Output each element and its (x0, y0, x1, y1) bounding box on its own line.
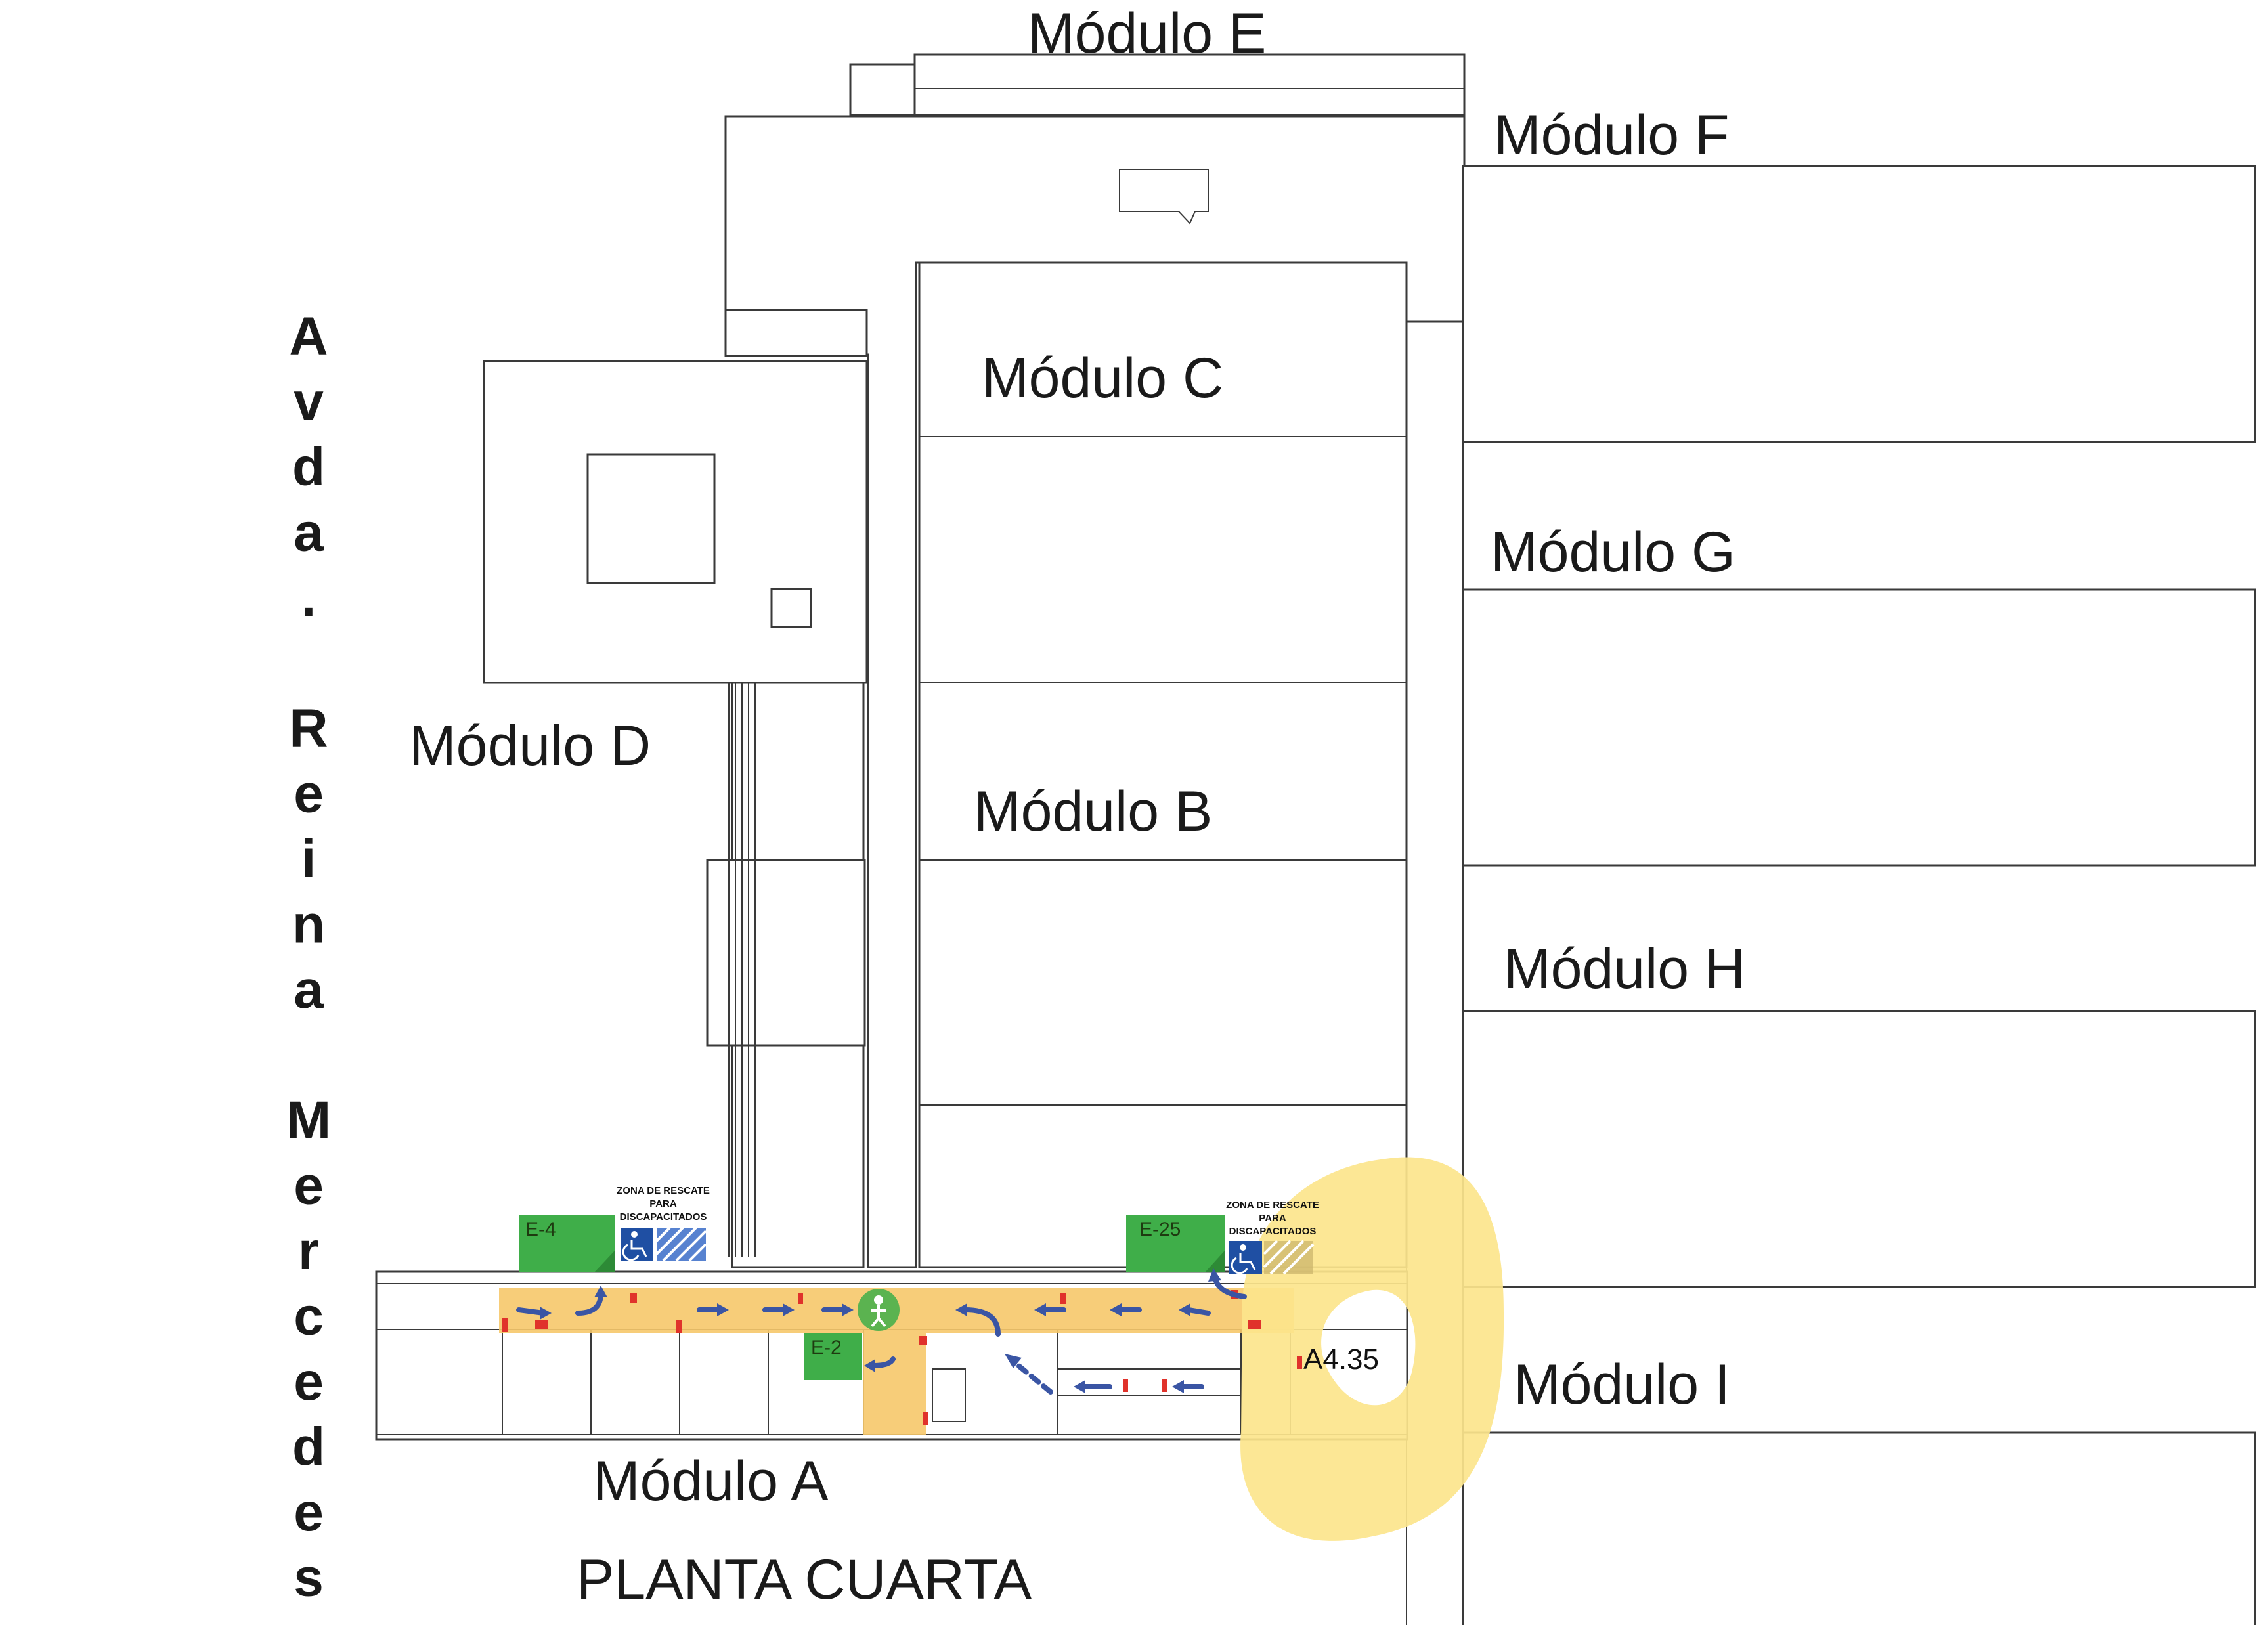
module-h-label: Módulo H (1504, 938, 1745, 1001)
street-name-letter: . (301, 568, 316, 628)
street-name-letter: n (292, 895, 325, 955)
upper-wing-building (724, 115, 1466, 1268)
east-modules (1462, 165, 2256, 1625)
street-name-letter: r (298, 1221, 319, 1281)
street-name-letter: e (294, 1483, 324, 1542)
module-d-building (483, 360, 868, 1268)
stair-label-center: E-2 (811, 1337, 842, 1358)
street-name-letter: a (294, 960, 324, 1020)
stair-label-west: E-4 (525, 1219, 556, 1240)
module-i-label: Módulo I (1514, 1353, 1730, 1416)
room-label: A4.35 (1303, 1343, 1379, 1376)
rescue-zone-title: ZONA DE RESCATE (617, 1185, 710, 1196)
street-name-letter: R (289, 699, 328, 758)
street-name-letter: d (292, 437, 325, 497)
street-name-letter: a (294, 503, 324, 563)
rescue-zone-para: PARA (649, 1198, 677, 1209)
street-name-letter: d (292, 1418, 325, 1477)
walkway-lines (728, 683, 756, 1257)
module-g-label: Módulo G (1491, 521, 1735, 584)
evacuation-arrows (516, 1268, 1247, 1395)
you-are-here-icon (858, 1289, 900, 1331)
rescue-zone-title: ZONA DE RESCATE (1226, 1200, 1319, 1211)
street-name-letter: s (294, 1548, 324, 1608)
module-e-building (849, 53, 1466, 116)
module-f-label: Módulo F (1494, 104, 1730, 167)
rescue-zone-subject: DISCAPACITADOS (620, 1211, 707, 1223)
rescue-zone-west: ZONA DE RESCATE PARA DISCAPACITADOS (617, 1185, 710, 1262)
staircase-west: E-4 (519, 1215, 615, 1272)
staircase-east: E-25 (1126, 1215, 1225, 1272)
street-name-letter: M (286, 1091, 331, 1150)
street-name-letter: c (294, 1287, 324, 1347)
module-a-label: Módulo A (593, 1450, 829, 1513)
module-d-label: Módulo D (409, 714, 651, 777)
module-bc-building (918, 261, 1408, 1268)
module-c-label: Módulo C (982, 347, 1223, 410)
street-name-letter: e (294, 1156, 324, 1216)
floor-title: PLANTA CUARTA (577, 1548, 1032, 1611)
module-b-label: Módulo B (974, 780, 1212, 843)
street-name-letter: A (289, 307, 328, 366)
rescue-zone-para: PARA (1259, 1213, 1286, 1224)
stair-label-east: E-25 (1139, 1219, 1181, 1240)
street-name-letter: e (294, 1352, 324, 1412)
staircase-center: E-2 (804, 1333, 862, 1380)
rescue-zone-east: ZONA DE RESCATE PARA DISCAPACITADOS (1226, 1200, 1319, 1275)
rescue-zone-subject: DISCAPACITADOS (1229, 1226, 1317, 1237)
street-name-letter: i (301, 829, 316, 889)
module-e-label: Módulo E (1028, 2, 1266, 65)
street-name-letter: e (294, 764, 324, 824)
street-name-letter: v (294, 372, 324, 432)
